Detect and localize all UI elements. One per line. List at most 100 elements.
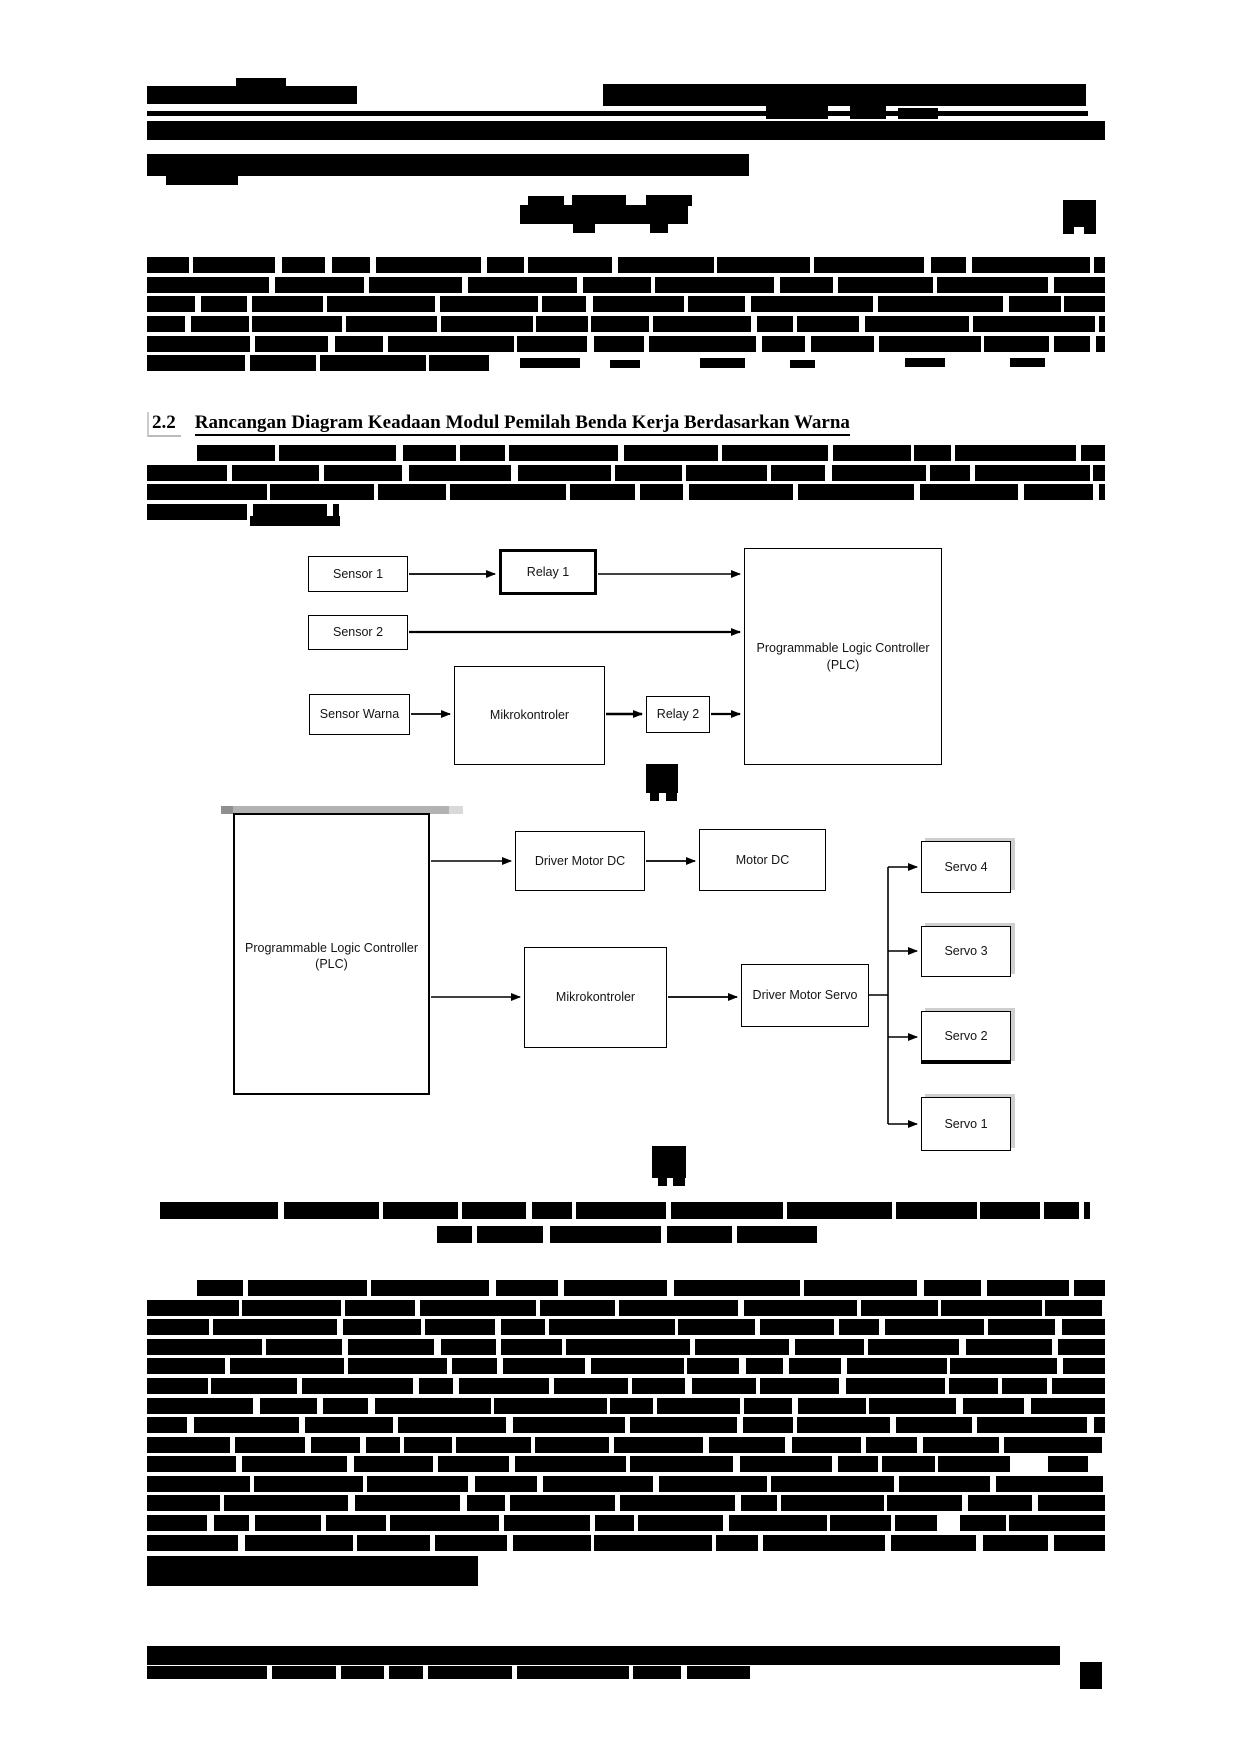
redaction-bar [166, 176, 238, 185]
redaction-bar [798, 484, 914, 500]
redaction-bar [877, 296, 1004, 312]
redaction-bar [475, 1476, 537, 1492]
redaction-bar [193, 257, 275, 273]
diagram2-servo2-label: Servo 2 [944, 1028, 988, 1043]
redaction-bar [429, 355, 489, 371]
redaction-bar [284, 1202, 380, 1219]
redaction-bar [922, 1437, 999, 1453]
diagram1-sensor1-label: Sensor 1 [332, 566, 384, 581]
redaction-bar [715, 1535, 758, 1551]
redaction-bar [1080, 445, 1105, 461]
redaction-bar [1080, 1662, 1102, 1689]
redaction-bar [520, 205, 688, 224]
diagram2-driver-motor-servo-box: Driver Motor Servo [741, 964, 869, 1027]
redaction-bar [632, 1666, 681, 1679]
redaction-bar [629, 1456, 734, 1472]
redaction-bar [794, 1339, 865, 1355]
redaction-bar [984, 336, 1049, 352]
diagram2-motor-dc-box: Motor DC [699, 829, 826, 891]
redaction-bar [201, 296, 248, 312]
redaction-bar [147, 316, 185, 332]
redaction-bar [595, 1515, 635, 1531]
redaction-bar [1003, 1437, 1103, 1453]
redaction-bar [968, 1495, 1033, 1511]
redaction-bar [1038, 1495, 1105, 1511]
redaction-bar [528, 257, 612, 273]
redaction-bar [513, 1535, 592, 1551]
redaction-bar [1009, 296, 1061, 312]
redaction-bar [496, 1280, 558, 1296]
redaction-bar [791, 1437, 862, 1453]
redaction-bar [654, 277, 774, 293]
redaction-bar [617, 257, 714, 273]
redaction-bar [721, 445, 829, 461]
redaction-bar [1024, 484, 1093, 500]
redaction-bar [839, 1319, 880, 1335]
redaction-bar [743, 1398, 792, 1414]
redaction-bar [1009, 1515, 1105, 1531]
diagram1-mikrokontroler-label: Mikrokontroler [489, 708, 570, 723]
redaction-bar [428, 1666, 512, 1679]
redaction-bar [459, 1378, 550, 1394]
redaction-bar [501, 1319, 546, 1335]
redaction-bar [388, 336, 514, 352]
redaction-bar [760, 1319, 835, 1335]
redaction-bar [742, 1417, 793, 1433]
redaction-bar [757, 316, 793, 332]
redaction-bar [147, 1495, 220, 1511]
redaction-bar [803, 1280, 917, 1296]
redaction-bar [845, 1378, 945, 1394]
redaction-bar [763, 1535, 885, 1551]
redaction-bar [881, 1456, 935, 1472]
redaction-bar [254, 1476, 364, 1492]
redaction-bar [190, 316, 250, 332]
diagram2-servo4-box: Servo 4 [921, 841, 1011, 893]
diagram2-driver-motor-dc-label: Driver Motor DC [534, 853, 626, 868]
redaction-bar [468, 277, 577, 293]
redaction-bar [147, 154, 749, 176]
redaction-bar [194, 1417, 299, 1433]
redaction-bar [147, 1358, 225, 1374]
redaction-bar [487, 257, 524, 273]
diagram2-servo1-label: Servo 1 [944, 1116, 988, 1131]
redaction-bar [670, 1202, 783, 1219]
redaction-bar [887, 1495, 963, 1511]
redaction-bar [502, 1358, 585, 1374]
redaction-bar [973, 316, 1096, 332]
redaction-bar [147, 1515, 208, 1531]
redaction-bar [590, 1358, 685, 1374]
redaction-bar [323, 465, 403, 481]
diagram2-servo1-box: Servo 1 [921, 1097, 1011, 1151]
redaction-bar [837, 1456, 878, 1472]
redaction-bar [221, 806, 449, 814]
redaction-bar [520, 358, 580, 368]
redaction-bar [301, 1378, 414, 1394]
redaction-bar [708, 1437, 786, 1453]
redaction-bar [378, 484, 447, 500]
redaction-bar [613, 1437, 704, 1453]
redaction-bar [510, 1495, 615, 1511]
redaction-bar [251, 296, 324, 312]
redaction-bar [236, 78, 286, 87]
redaction-bar [235, 1437, 306, 1453]
diagram2-servo3-label: Servo 3 [944, 944, 988, 959]
redaction-bar [1093, 465, 1105, 481]
redaction-bar [1098, 316, 1105, 332]
diagram2-mikrokontroler-label: Mikrokontroler [555, 990, 636, 1005]
redaction-bar [311, 1437, 361, 1453]
redaction-bar [610, 1398, 653, 1414]
redaction-bar [353, 1456, 434, 1472]
redaction-bar [265, 1339, 343, 1355]
redaction-bar [796, 1417, 891, 1433]
redaction-bar [965, 1339, 1052, 1355]
redaction-bar [930, 465, 970, 481]
redaction-bar [1083, 1202, 1090, 1219]
redaction-bar [438, 1456, 510, 1472]
diagram2-plc-label: Programmable Logic Controller (PLC) [245, 941, 418, 972]
redaction-bar [1063, 200, 1096, 227]
redaction-bar [160, 1202, 279, 1219]
redaction-bar [648, 336, 756, 352]
redaction-bar [977, 1417, 1088, 1433]
redaction-bar [960, 1515, 1006, 1531]
